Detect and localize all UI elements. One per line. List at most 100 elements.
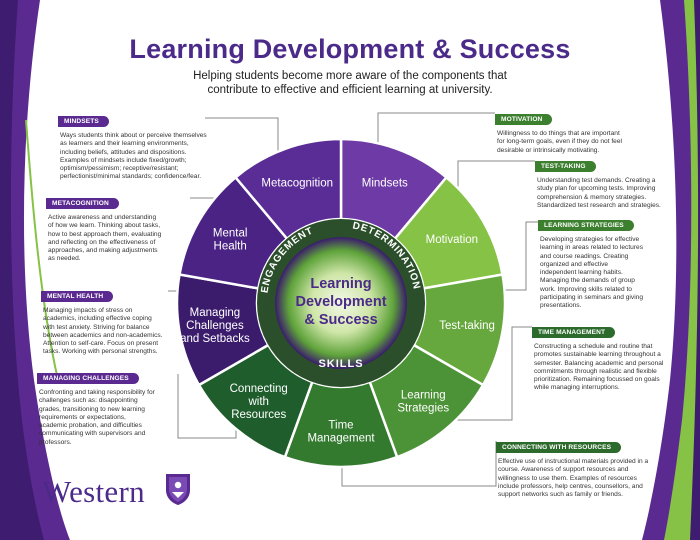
subtitle-line-1: Helping students become more aware of th…	[193, 70, 507, 82]
card-line: while managing interruptions.	[534, 384, 620, 392]
card-mindsets-title: MINDSETS	[58, 116, 109, 127]
segment-label: Strategies	[397, 403, 449, 415]
card-line: independent learning habits.	[540, 269, 623, 277]
card-test-taking-title: TEST-TAKING	[535, 161, 596, 172]
card-line: Active awareness and understanding	[48, 214, 157, 221]
segment-label: Management	[307, 433, 375, 445]
card-managing-challenges: MANAGING CHALLENGES Confronting and taki…	[37, 367, 227, 447]
card-line: challenges such as: disappointing	[39, 397, 138, 405]
western-wordmark: Western	[42, 474, 145, 509]
card-time-management: TIME MANAGEMENT Constructing a schedule …	[532, 321, 682, 393]
card-line: Attention to self-care. Focus on present	[43, 340, 159, 348]
segment-label: Time	[328, 420, 353, 432]
card-line: approaches, and making adjustments	[48, 247, 158, 255]
card-line: and course readings. Creating	[540, 252, 629, 260]
segment-label: Managing	[190, 307, 241, 319]
card-line: semester. Balancing academic and persona…	[534, 359, 664, 367]
card-line: learning in areas related to lectures	[540, 244, 643, 252]
card-line: as learners and their learning environme…	[60, 140, 189, 148]
card-line: perfectionist/minimal standards; confide…	[60, 173, 202, 181]
segment-label: and Setbacks	[180, 333, 250, 345]
card-mindsets-body: Ways students think about or perceive th…	[58, 132, 258, 182]
page-subtitle: Helping students become more aware of th…	[150, 69, 550, 97]
card-connecting-resources: CONNECTING WITH RESOURCES Effective use …	[496, 436, 676, 499]
card-connecting-resources-body: Effective use of instructional materials…	[496, 458, 676, 499]
card-line: commitments through realistic and flexib…	[534, 367, 657, 375]
card-motivation: MOTIVATION Willingness to do things that…	[495, 108, 665, 155]
card-line: optimism/pessimism; receptive/resistant;	[60, 165, 179, 173]
card-line: comprehension & memory strategies.	[537, 193, 647, 201]
card-line: for long-term goals, even if they do not…	[497, 138, 622, 146]
center-title-line-3: & Success	[304, 312, 377, 328]
center-title-line-1: Learning	[310, 276, 371, 292]
card-test-taking: TEST-TAKING Understanding test demands. …	[535, 155, 680, 210]
card-connecting-resources-title: CONNECTING WITH RESOURCES	[496, 442, 622, 453]
card-line: desirable or intrinsically motivating.	[497, 146, 600, 154]
card-line: willingness to use them. Examples of res…	[498, 474, 637, 482]
card-managing-challenges-title: MANAGING CHALLENGES	[37, 373, 139, 384]
card-line: Willingness to do things that are import…	[497, 130, 620, 137]
connector-line	[205, 117, 279, 160]
western-crest-icon	[166, 474, 190, 505]
card-line: and reflecting on the effectiveness of	[48, 238, 156, 246]
connector-line	[377, 112, 495, 150]
center-title-line-2: Development	[295, 294, 386, 310]
hub-core	[275, 237, 407, 369]
card-motivation-title: MOTIVATION	[495, 114, 553, 125]
left-swoosh-dark	[0, 0, 44, 540]
card-metacognition: METACOGNITION Active awareness and under…	[46, 192, 226, 264]
card-learning-strategies-title: LEARNING STRATEGIES	[538, 220, 634, 231]
card-line: requirements or expectations,	[39, 413, 126, 421]
card-line: including beliefs, attitudes and disposi…	[60, 148, 187, 156]
card-line: between academics and non-academics.	[43, 331, 163, 339]
segment-label: with	[247, 396, 268, 408]
segment-label: Metacognition	[261, 178, 333, 190]
card-line: Managing impacts of stress on	[43, 307, 133, 314]
card-line: academics, including effective coping	[43, 315, 152, 323]
card-line: prioritization. Remaining focussed on go…	[534, 376, 660, 384]
page-title: Learning Development & Success	[129, 34, 571, 64]
card-time-management-body: Constructing a schedule and routine that…	[532, 343, 682, 393]
right-swoosh-dark	[690, 0, 700, 540]
card-motivation-body: Willingness to do things that are import…	[495, 130, 665, 155]
right-swoosh-green	[664, 0, 700, 540]
card-line: with test anxiety. Striving for balance	[43, 323, 150, 331]
card-line: promotes sustainable learning throughout…	[534, 351, 661, 359]
card-mindsets: MINDSETS Ways students think about or pe…	[58, 110, 258, 182]
card-line: include professors, help centres, counse…	[498, 482, 643, 490]
segment-label: Challenges	[186, 320, 244, 332]
card-line: Confronting and taking responsibility fo…	[39, 389, 155, 396]
card-line: Examples of mindsets include fixed/growt…	[60, 156, 187, 164]
segment-label: Motivation	[426, 234, 478, 246]
subtitle-line-2: contribute to effective and efficient le…	[207, 84, 493, 96]
card-line: Developing strategies for effective	[540, 236, 640, 243]
segment-label: Health	[214, 241, 247, 253]
card-line: organized and effective	[540, 260, 609, 268]
card-line: support networks such as family or frien…	[498, 491, 623, 499]
card-line: grades, transitioning to new learning	[39, 405, 145, 413]
segment-label: Resources	[231, 409, 286, 421]
card-mental-health-title: MENTAL HEALTH	[41, 291, 114, 302]
card-line: communicating with supervisors and	[39, 430, 146, 438]
card-line: as needed.	[48, 255, 81, 263]
card-line: Effective use of instructional materials…	[498, 458, 649, 465]
card-line: academic probation, and difficulties	[39, 422, 142, 430]
card-line: participating in seminars and giving	[540, 294, 643, 302]
card-line: Managing the demands of group	[540, 277, 635, 285]
card-line: how to best approach them, evaluating	[48, 230, 162, 238]
card-line: Constructing a schedule and routine that	[534, 343, 653, 350]
card-line: Ways students think about or perceive th…	[60, 132, 207, 139]
segment-label: Test-taking	[439, 320, 495, 332]
segment-label: Mindsets	[362, 178, 408, 190]
card-metacognition-title: METACOGNITION	[46, 198, 119, 209]
card-line: professors.	[39, 438, 72, 446]
segment-label: Learning	[401, 390, 446, 402]
card-learning-strategies: LEARNING STRATEGIES Developing strategie…	[538, 214, 673, 311]
card-managing-challenges-body: Confronting and taking responsibility fo…	[37, 389, 227, 447]
